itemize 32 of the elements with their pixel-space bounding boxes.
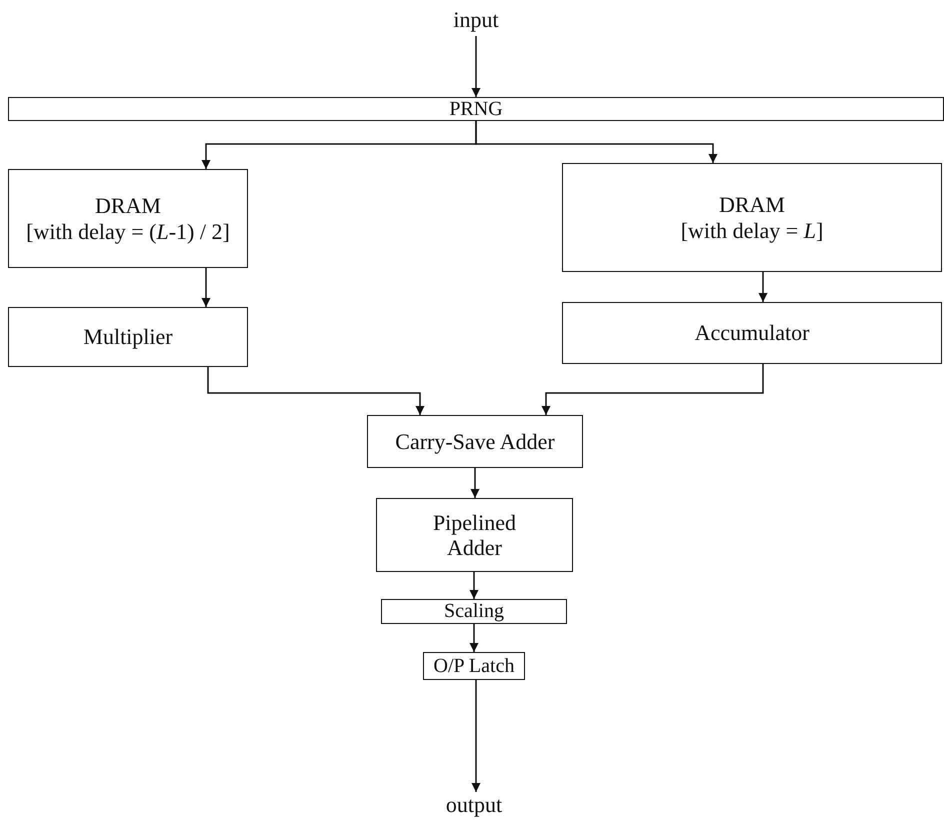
arrow bbox=[470, 468, 480, 498]
arrow bbox=[470, 572, 478, 599]
node-text: [with delay = L] bbox=[680, 218, 824, 243]
arrow bbox=[542, 364, 764, 415]
arrow bbox=[475, 121, 718, 163]
node-text: Carry-Save Adder bbox=[395, 428, 555, 454]
process-box bbox=[562, 163, 942, 272]
node-text: DRAM bbox=[94, 193, 161, 218]
process-box bbox=[8, 169, 248, 268]
node-text: [with delay = (L-1) / 2] bbox=[26, 218, 230, 244]
node-text: O/P Latch bbox=[434, 654, 514, 678]
input-label: input bbox=[430, 2, 522, 38]
node-text: Pipelined Adder bbox=[432, 510, 518, 560]
process-box bbox=[562, 302, 942, 364]
arrow bbox=[472, 36, 480, 97]
process-box bbox=[423, 652, 525, 680]
node-text: DRAM bbox=[718, 192, 785, 218]
arrow bbox=[470, 624, 478, 652]
node-text: Scaling bbox=[444, 600, 504, 623]
process-box bbox=[381, 599, 567, 624]
process-box bbox=[8, 97, 944, 121]
arrow bbox=[202, 268, 210, 307]
output-label: output bbox=[420, 788, 528, 822]
process-box bbox=[367, 415, 583, 468]
process-box bbox=[376, 498, 573, 572]
process-box bbox=[8, 307, 248, 367]
node-text: Multiplier bbox=[83, 324, 173, 350]
arrow bbox=[758, 272, 768, 302]
arrow bbox=[472, 680, 480, 792]
arrow bbox=[207, 367, 424, 415]
node-text: PRNG bbox=[449, 98, 503, 120]
node-text: Accumulator bbox=[694, 320, 810, 346]
